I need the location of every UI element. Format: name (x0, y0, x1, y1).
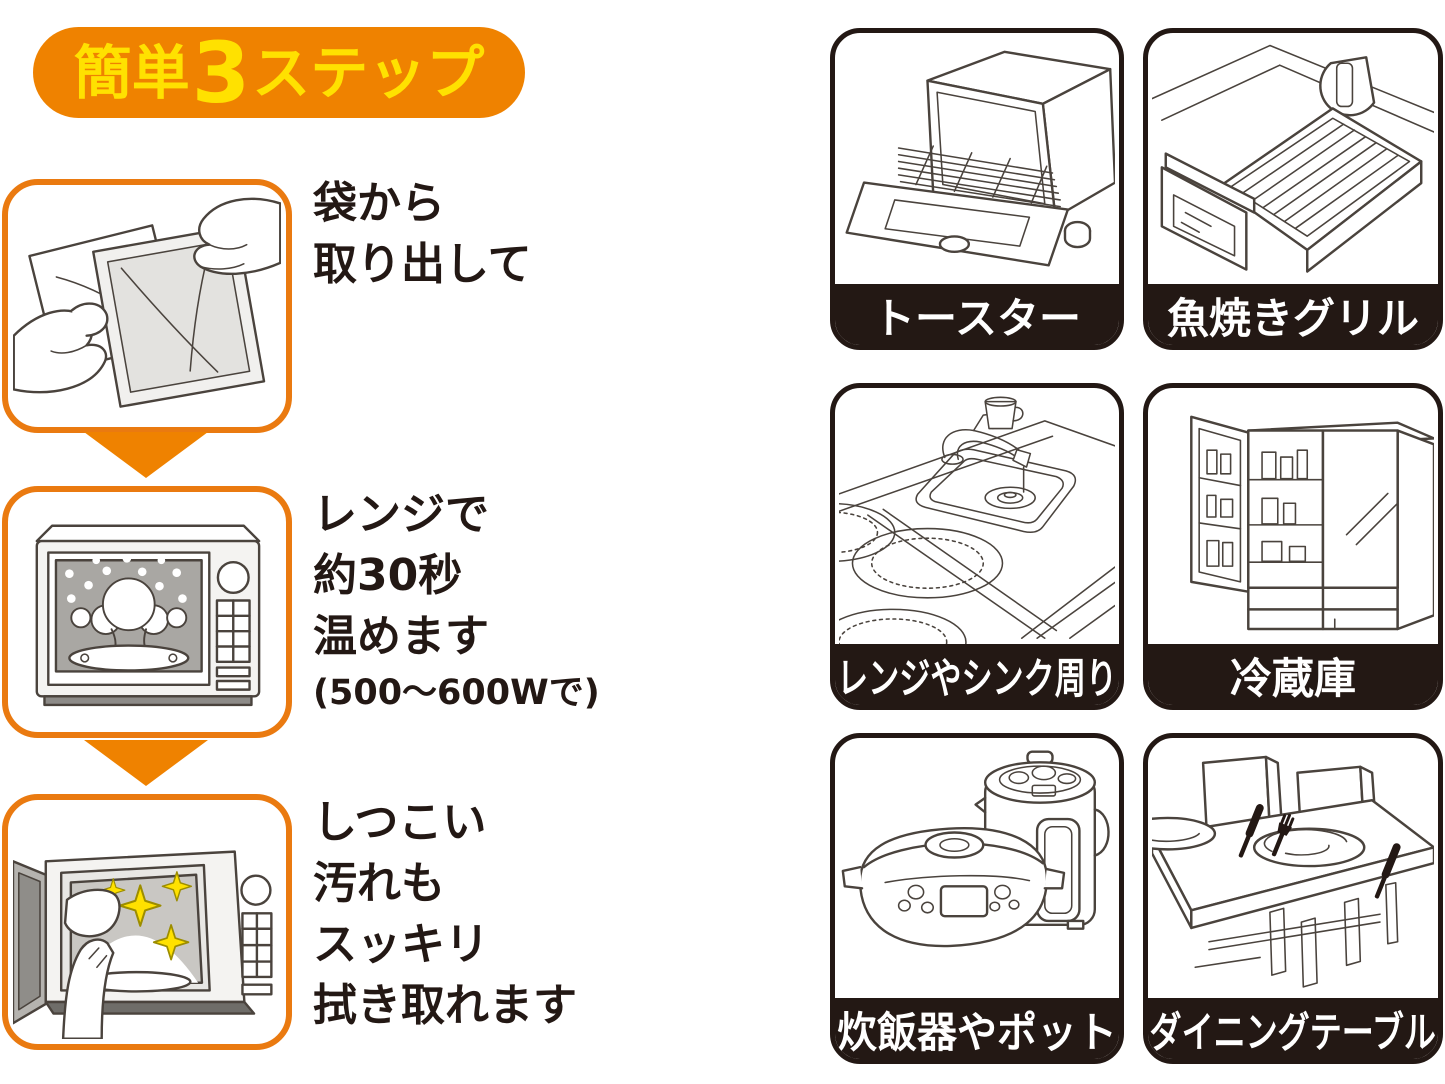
panel-label-bar: 魚焼きグリル (1148, 284, 1438, 345)
banner-text: 簡単 3 ステップ (74, 31, 484, 115)
panel-label-rice-cooker-pot: 炊飯器やポット (837, 1007, 1118, 1057)
rice-cooker-and-pot-illustration (839, 742, 1115, 998)
panel-label-range-sink: レンジやシンク周り (837, 653, 1118, 703)
step1-line2: 取り出して (313, 239, 532, 290)
banner-number: 3 (191, 23, 251, 122)
step2-box (2, 486, 292, 738)
microwave-steam-illustration (13, 497, 281, 727)
panel-label-fish-grill: 魚焼きグリル (1166, 293, 1419, 343)
usage-panel-fish-grill: 魚焼きグリル (1143, 28, 1443, 350)
banner-prefix: 簡単 (73, 38, 190, 107)
panel-label-dining-table: ダイニングテーブル (1149, 1007, 1437, 1057)
step2-wattage-note: (500〜600Wで) (313, 673, 600, 713)
step2-text: レンジで 約30秒 温めます (500〜600Wで) (313, 484, 600, 719)
step2-line3: 温めます (313, 611, 489, 662)
dining-table-illustration (1152, 742, 1434, 998)
range-and-sink-illustration (839, 392, 1115, 644)
banner-suffix: ステップ (252, 38, 485, 107)
step2-line2: 約30秒 (313, 550, 463, 601)
panel-label-refrigerator: 冷蔵庫 (1229, 653, 1356, 703)
step3-text: しつこい 汚れも スッキリ 拭き取れます (313, 792, 577, 1036)
step3-line2: 汚れも (313, 858, 445, 909)
step2-line1: レンジで (313, 489, 489, 540)
panel-label-bar: 炊飯器やポット (835, 998, 1119, 1059)
wiping-microwave-illustration (13, 805, 281, 1039)
panel-label-bar: トースター (835, 284, 1119, 345)
down-arrow-icon (84, 740, 208, 786)
step1-box (2, 179, 292, 433)
refrigerator-illustration (1152, 392, 1434, 644)
panel-label-toaster: トースター (873, 293, 1081, 343)
bag-sheet-illustration (13, 190, 281, 422)
panel-label-bar: 冷蔵庫 (1148, 644, 1438, 705)
fish-grill-illustration (1152, 37, 1434, 284)
easy-3-steps-banner: 簡単 3 ステップ (33, 27, 525, 118)
step3-line3: スッキリ (313, 919, 489, 970)
down-arrow-icon (84, 432, 208, 478)
usage-panel-dining-table: ダイニングテーブル (1143, 733, 1443, 1064)
usage-panel-rice-cooker-pot: 炊飯器やポット (830, 733, 1124, 1064)
usage-panel-toaster: トースター (830, 28, 1124, 350)
step3-box (2, 794, 292, 1050)
step3-line4: 拭き取れます (313, 980, 577, 1031)
panel-label-bar: レンジやシンク周り (835, 644, 1119, 705)
step1-text: 袋から 取り出して (313, 173, 532, 295)
step1-line1: 袋から (313, 178, 445, 229)
usage-panel-refrigerator: 冷蔵庫 (1143, 383, 1443, 710)
panel-label-bar: ダイニングテーブル (1148, 998, 1438, 1059)
step3-line1: しつこい (313, 797, 487, 848)
toaster-oven-illustration (839, 37, 1115, 284)
usage-panel-range-sink: レンジやシンク周り (830, 383, 1124, 710)
